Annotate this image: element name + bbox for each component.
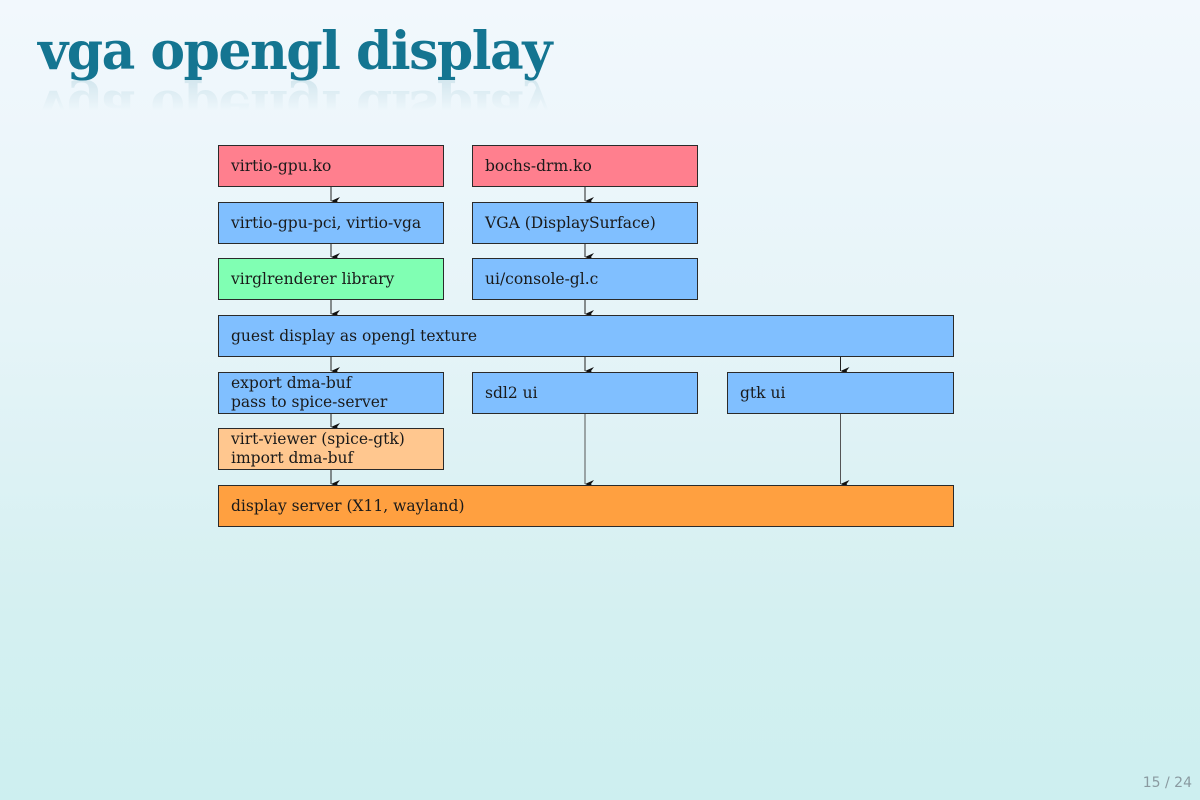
box-label-line: VGA (DisplaySurface) [485,213,656,232]
box-label-line: export dma-buf [231,374,352,392]
box-label-line: virt-viewer (spice-gtk) [231,430,405,448]
box-label-line: import dma-buf [231,449,354,467]
box-label-line: sdl2 ui [485,383,538,402]
slide-title-reflection: vga opengl display [38,78,551,139]
box-console-gl: ui/console-gl.c [472,258,698,300]
box-label-line: pass to spice-server [231,393,388,411]
box-virt-viewer: virt-viewer (spice-gtk)import dma-buf [218,428,444,470]
box-label-line: virtio-gpu.ko [231,156,332,175]
box-display-server: display server (X11, wayland) [218,485,954,527]
box-label-line: ui/console-gl.c [485,269,599,288]
box-bochs-drm-ko: bochs-drm.ko [472,145,698,187]
box-virtio-gpu-ko: virtio-gpu.ko [218,145,444,187]
box-label-line: guest display as opengl texture [231,326,478,345]
box-label-line: virtio-gpu-pci, virtio-vga [231,213,422,232]
box-vga-displaysurface: VGA (DisplaySurface) [472,202,698,244]
box-gtk-ui: gtk ui [727,372,954,414]
box-label-line: display server (X11, wayland) [231,496,465,515]
box-virglrenderer: virglrenderer library [218,258,444,300]
box-label-line: bochs-drm.ko [485,156,592,175]
box-guest-display: guest display as opengl texture [218,315,954,357]
box-label-line: virglrenderer library [231,269,395,288]
page-number: 15 / 24 [1142,775,1192,791]
slide-title: vga opengl display [38,21,552,82]
box-label-line: gtk ui [740,383,786,402]
box-sdl2-ui: sdl2 ui [472,372,698,414]
box-virtio-gpu-pci: virtio-gpu-pci, virtio-vga [218,202,444,244]
